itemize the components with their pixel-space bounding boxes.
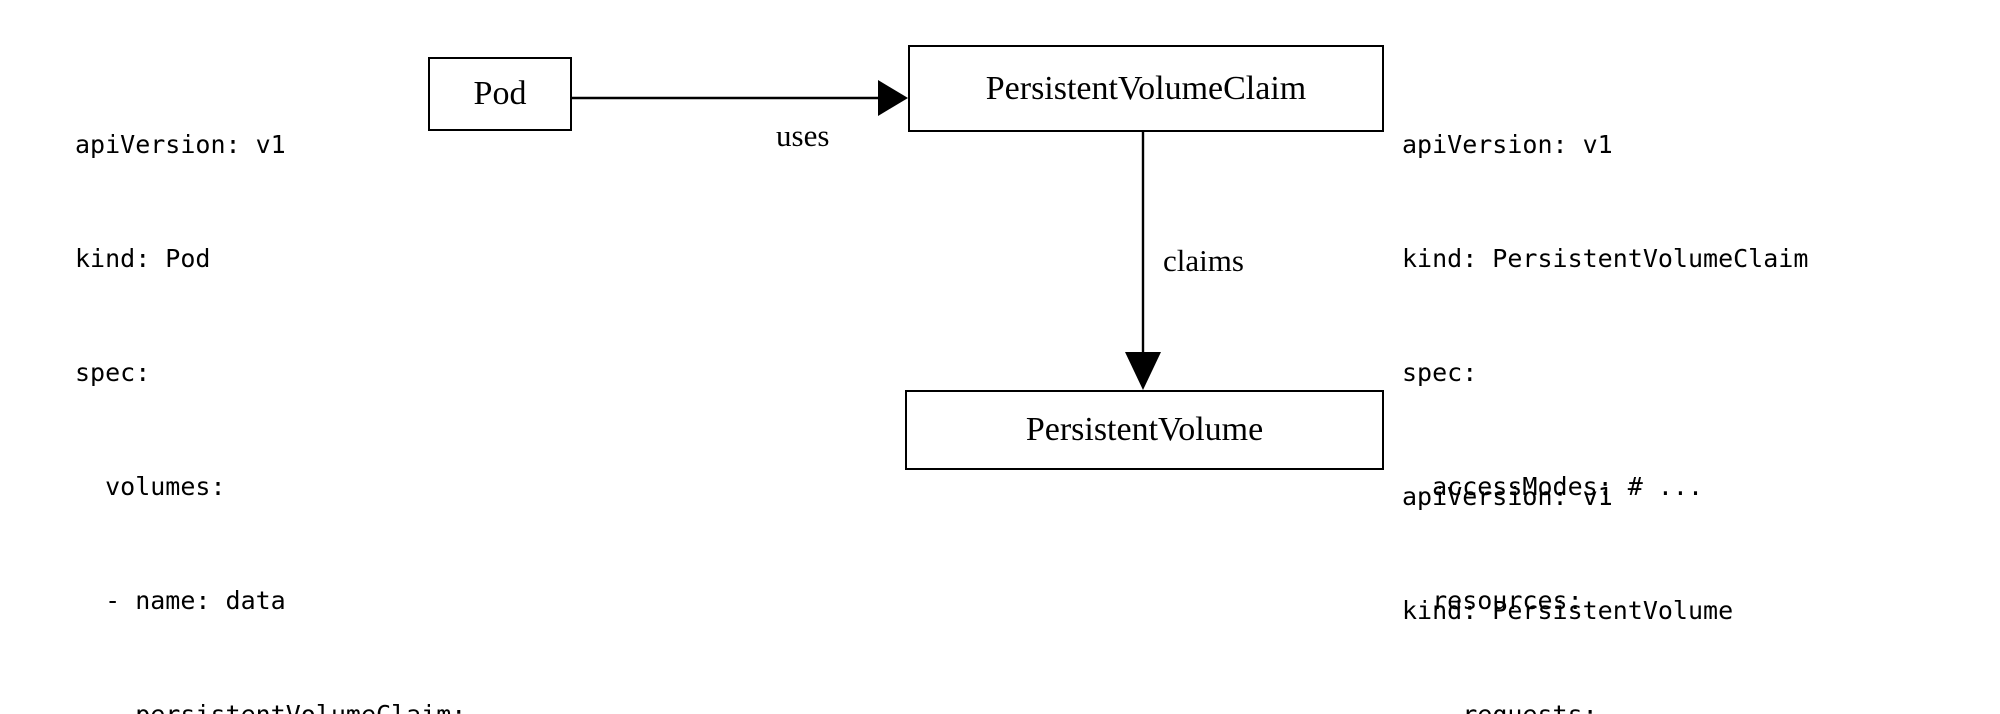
node-label-persistentvolumeclaim: PersistentVolumeClaim [985, 69, 1307, 107]
yaml-line: resources: [1402, 586, 1583, 615]
pod-manifest-yaml: apiVersion: v1 kind: Pod spec: volumes: … [75, 50, 466, 714]
node-box-pod[interactable]: Pod [428, 57, 572, 131]
edge-label-claims: claims [1163, 243, 1244, 278]
yaml-line: spec: [1402, 706, 1839, 714]
yaml-line: persistentVolumeClaim: [75, 696, 466, 714]
yaml-line: spec: [1402, 358, 1478, 387]
edge-pod-to-pvc-arrowhead [878, 80, 908, 116]
node-box-persistentvolumeclaim[interactable]: PersistentVolumeClaim [908, 45, 1384, 132]
edge-pvc-to-pv-arrowhead [1125, 352, 1161, 390]
node-label-persistentvolume: PersistentVolume [1025, 411, 1264, 448]
edge-label-uses: uses [776, 118, 830, 153]
node-label-pod: Pod [473, 75, 527, 112]
yaml-line: kind: PersistentVolume [1402, 596, 1734, 625]
yaml-line: apiVersion: v1 [75, 130, 286, 159]
yaml-line: accessModes: # ... [1402, 472, 1704, 501]
yaml-line: spec: [75, 358, 151, 387]
node-box-persistentvolume[interactable]: PersistentVolume [905, 390, 1384, 470]
yaml-line: apiVersion: v1 [1402, 130, 1613, 159]
yaml-line: apiVersion: v1 [1402, 482, 1613, 511]
yaml-line: requests: [1402, 696, 1808, 714]
pvc-manifest-yaml: apiVersion: v1 kind: PersistentVolumeCla… [1402, 50, 1808, 714]
yaml-line: volumes: [75, 472, 226, 501]
yaml-line: kind: Pod [75, 244, 211, 273]
yaml-line: kind: PersistentVolumeClaim [1402, 244, 1809, 273]
yaml-line: - name: data [75, 586, 286, 615]
pv-manifest-yaml: apiVersion: v1 kind: PersistentVolume sp… [1402, 402, 1839, 714]
